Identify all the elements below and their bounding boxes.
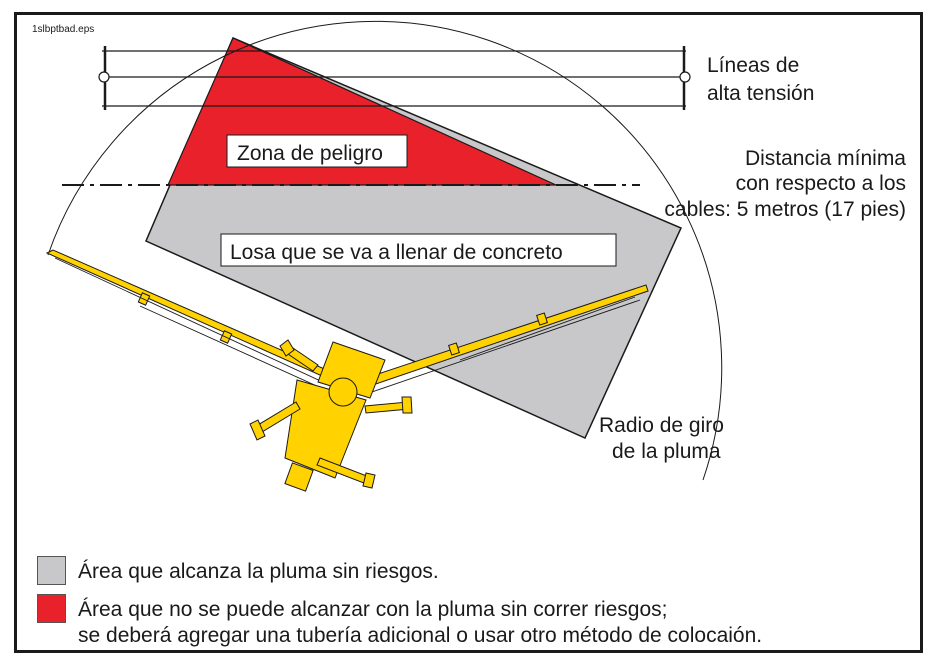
power-lines-label-line-2: alta tensión (707, 82, 814, 105)
legend-text-danger-line-1: Área que no se puede alcanzar con la plu… (78, 598, 668, 621)
danger-zone-label: Zona de peligro (226, 134, 408, 168)
swing-radius-label-line-1: Radio de giro (599, 414, 724, 437)
legend-swatch-danger (37, 594, 66, 623)
svg-text:Zona de peligro: Zona de peligro (237, 142, 383, 165)
min-distance-label-line-3: cables: 5 metros (17 pies) (664, 198, 906, 221)
slab-label: Losa que se va a llenar de concreto (220, 233, 617, 267)
legend-text-danger-line-2: se deberá agregar una tubería adicional … (78, 624, 763, 647)
boom-swing-radius-arc (47, 20, 723, 481)
swing-radius-label-line-2: de la pluma (612, 440, 721, 463)
min-distance-label-line-2: con respecto a los (736, 172, 906, 195)
legend-swatch-safe (37, 556, 66, 585)
power-lines-label-line-1: Líneas de (707, 54, 799, 77)
power-lines (98, 46, 691, 110)
file-label: 1slbptbad.eps (32, 24, 94, 35)
legend-text-safe: Área que alcanza la pluma sin riesgos. (78, 560, 439, 583)
boom-pipes (54, 257, 641, 395)
pump-truck (249, 339, 413, 492)
min-distance-label-line-1: Distancia mínima (745, 147, 906, 170)
svg-text:Losa que se va a llenar de con: Losa que se va a llenar de concreto (230, 241, 563, 264)
